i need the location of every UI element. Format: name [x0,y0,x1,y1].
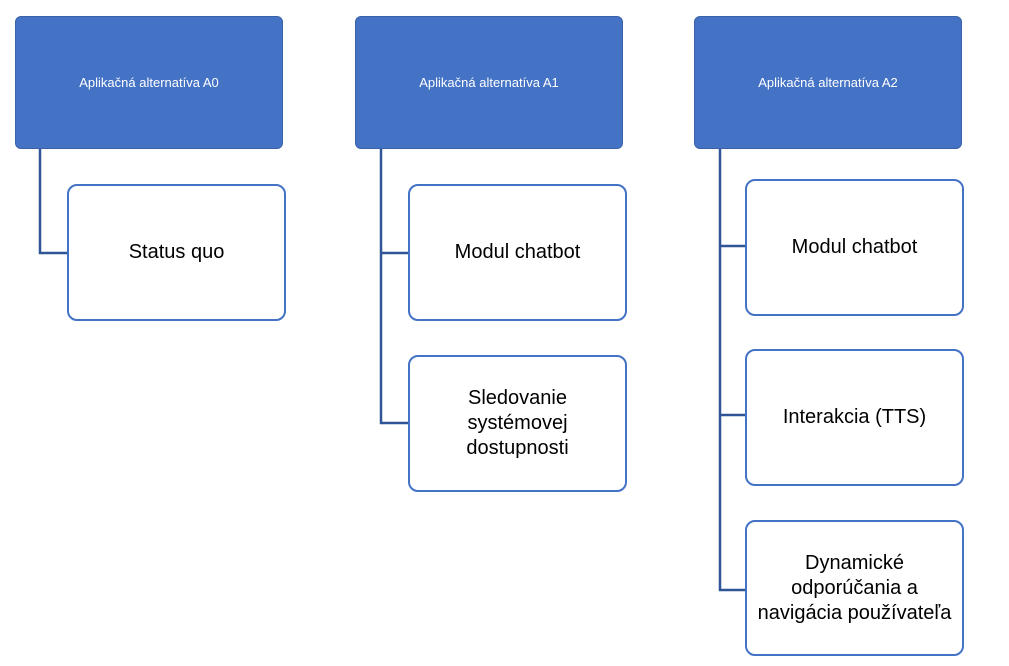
column-a2-item-recommendations: Dynamické odporúčania a navigácia použív… [745,520,964,656]
connector-a2 [718,149,745,592]
item-label: Modul chatbot [791,236,918,258]
column-a0-item-status-quo: Status quo [67,184,286,321]
column-a0-title: Aplikačná alternatíva A0 [79,75,219,90]
column-a1-item-availability: Sledovanie systémovej dostupnosti [408,355,627,492]
column-a2-header: Aplikačná alternatíva A2 [694,16,962,149]
item-label: Sledovanie systémovej dostupnosti [466,387,569,459]
item-label: Modul chatbot [454,241,581,263]
column-a1-header: Aplikačná alternatíva A1 [355,16,623,149]
item-label: Status quo [128,241,225,263]
column-a0-header: Aplikačná alternatíva A0 [15,16,283,149]
item-label: Dynamické odporúčania a navigácia použív… [757,551,952,624]
column-a1-item-chatbot: Modul chatbot [408,184,627,321]
item-label: Interakcia (TTS) [782,406,927,428]
connector-a1 [379,149,408,425]
column-a2-item-tts: Interakcia (TTS) [745,349,964,486]
column-a2-item-chatbot: Modul chatbot [745,179,964,316]
column-a2-title: Aplikačná alternatíva A2 [758,75,898,90]
connector-a0 [38,149,67,255]
column-a1-title: Aplikačná alternatíva A1 [419,75,559,90]
